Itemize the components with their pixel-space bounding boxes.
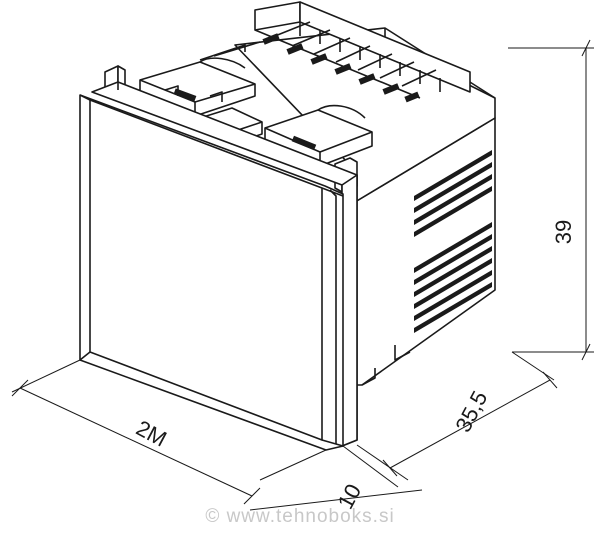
dimension-depth: 35,5 bbox=[450, 387, 492, 437]
dimension-width: 2M bbox=[132, 415, 171, 451]
front-face bbox=[79, 94, 344, 451]
terminal-block bbox=[199, 1, 471, 103]
watermark: © www.tehnoboks.si bbox=[205, 506, 394, 527]
dimension-height: 39 bbox=[551, 220, 576, 244]
ventilation-slots bbox=[361, 150, 492, 386]
dimension-lines bbox=[11, 39, 594, 511]
